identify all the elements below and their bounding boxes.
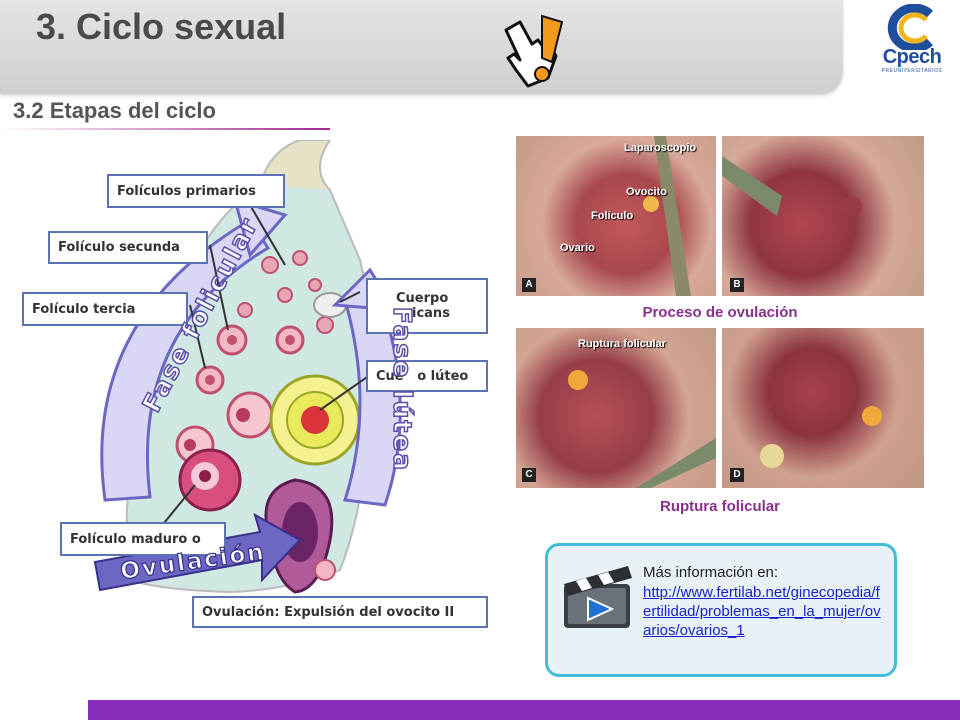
photo-corner-a: A: [522, 278, 536, 292]
photo-a-detail: [643, 136, 691, 296]
mature-follicle: [178, 448, 242, 512]
label-cuerpo-albicans: Cuerpo icans: [366, 278, 488, 334]
subtitle-underline: [0, 128, 330, 130]
cpech-logo: Cpech PREUNIVERSITARIOS: [876, 3, 948, 80]
photo-b-detail: [722, 156, 862, 216]
section-subtitle: 3.2 Etapas del ciclo: [13, 98, 216, 123]
photo-corner-b: B: [730, 278, 744, 292]
photo-c-detail: [568, 370, 716, 488]
more-info-text: Más información en: http://www.fertilab.…: [643, 564, 888, 640]
photo-corner-d: D: [730, 468, 744, 482]
photo-corner-c: C: [522, 468, 536, 482]
logo-subtext: PREUNIVERSITARIOS: [881, 68, 943, 74]
pointing-hand-exclamation-icon: [504, 14, 564, 88]
cpech-logo-icon: [887, 3, 934, 53]
photo-label-ovocito: Ovocito: [626, 186, 667, 198]
fase-lutea-band: [343, 282, 402, 507]
fertilab-link[interactable]: http://www.fertilab.net/ginecopedia/fert…: [643, 584, 881, 639]
label-cuerpo-luteo: Cue o lúteo: [366, 360, 488, 392]
more-info-heading: Más información en:: [643, 564, 779, 581]
caption-proceso-ovulacion: Proceso de ovulación: [642, 304, 798, 321]
video-clapper-play-icon[interactable]: [558, 558, 636, 636]
secondary-follicles: [195, 324, 305, 395]
more-info-box: Más información en: http://www.fertilab.…: [545, 543, 897, 677]
title-bar: 3. Ciclo sexual: [0, 0, 843, 94]
photo-d: D: [722, 328, 924, 488]
photo-label-foliculo: Folículo: [591, 210, 634, 222]
label-foliculo-maduro: Folículo maduro o: [60, 522, 226, 556]
photo-label-ruptura: Ruptura folicular: [578, 338, 667, 350]
photo-label-laparoscopio: Laparoscopio: [624, 142, 697, 154]
corpus-luteum: [269, 374, 361, 466]
photo-a: Laparoscopio Ovocito Folículo Ovario A: [516, 136, 716, 296]
ovulation-photo-panel: Laparoscopio Ovocito Folículo Ovario A B…: [516, 136, 924, 526]
logo-text: Cpech: [882, 46, 942, 68]
fase-lutea-label: Fase lútea: [387, 306, 418, 473]
photo-c: Ruptura folicular C: [516, 328, 716, 488]
label-cuerpo-albicans-line1: Cuerpo: [396, 291, 449, 306]
ovarian-cycle-diagram: [93, 140, 402, 594]
photo-label-ovario: Ovario: [560, 242, 595, 254]
label-foliculo-terciario: Folículo tercia: [22, 292, 188, 326]
footer-bar: [88, 700, 960, 720]
label-foliculos-primarios: Folículos primarios: [107, 174, 285, 208]
photo-b: B: [722, 136, 924, 296]
slide-title: 3. Ciclo sexual: [36, 6, 287, 47]
photo-d-detail: [760, 406, 882, 468]
expelled-oocyte: [314, 559, 336, 581]
label-foliculo-secundario: Folículo secunda: [48, 231, 208, 264]
label-cuerpo-albicans-line2: icans: [412, 306, 450, 321]
primary-follicles: [237, 250, 334, 334]
leader-arrows: [159, 204, 371, 529]
caption-ruptura-folicular: Ruptura folicular: [659, 498, 780, 515]
label-ovulacion-expulsion: Ovulación: Expulsión del ovocito II: [192, 596, 488, 628]
